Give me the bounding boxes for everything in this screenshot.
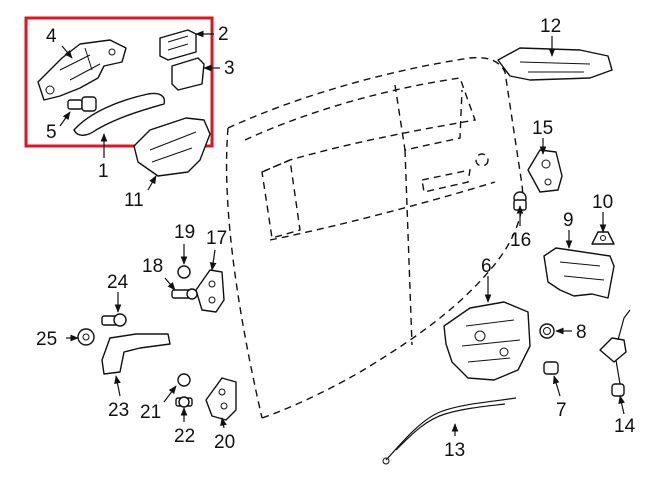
callout-17: 17 [206,228,227,249]
callout-16: 16 [510,230,531,251]
washer-part [77,328,95,346]
nut-part [591,231,615,245]
inside-handle-part [497,47,613,81]
callout-1: 1 [98,161,109,182]
handle-bezel-part [159,29,197,61]
callout-5: 5 [46,122,57,143]
leader-lines [59,30,625,436]
bolt-19-part [177,265,191,279]
lock-rod-part [599,309,631,397]
callout-24: 24 [107,272,129,293]
callout-23: 23 [108,400,129,421]
callout-21: 21 [140,402,161,423]
striker-bracket-part [527,149,563,193]
callout-7: 7 [556,400,567,421]
callout-10: 10 [592,192,613,213]
outside-handle-part [73,92,166,136]
callout-labels: 4 2 3 5 1 11 12 15 16 10 9 6 8 7 14 13 1… [36,16,636,461]
check-strap-part [101,333,171,375]
upper-hinge-part [195,269,225,313]
handle-bracket-part [37,39,127,101]
lock-cover-part [543,247,615,299]
callout-22: 22 [174,426,195,447]
screw-part [67,96,97,112]
handle-cap-part [171,57,205,91]
callout-15: 15 [532,118,553,139]
bumper-part [543,361,559,375]
callout-9: 9 [563,210,574,231]
callout-19: 19 [174,222,195,243]
lower-hinge-part [205,377,237,421]
callout-8: 8 [576,322,587,343]
callout-13: 13 [444,440,465,461]
callout-11: 11 [124,190,144,211]
door-latch-part [443,301,531,381]
bolt-18-part [171,288,198,300]
highlight-box [24,16,214,148]
bolt-24-part [101,313,127,327]
callout-25: 25 [36,329,57,350]
callout-12: 12 [540,16,561,37]
grommet-part [539,323,555,339]
release-cable-part [382,397,517,465]
callout-4: 4 [46,26,57,47]
callout-18: 18 [142,256,163,277]
callout-2: 2 [218,24,229,45]
callout-3: 3 [224,58,235,79]
bolt-21-part [177,373,191,387]
callout-14: 14 [614,416,636,437]
handle-shield-part [133,117,211,177]
callout-6: 6 [481,256,492,277]
callout-20: 20 [214,432,235,453]
door-outline [225,56,524,419]
bolt-22-part [175,396,193,408]
